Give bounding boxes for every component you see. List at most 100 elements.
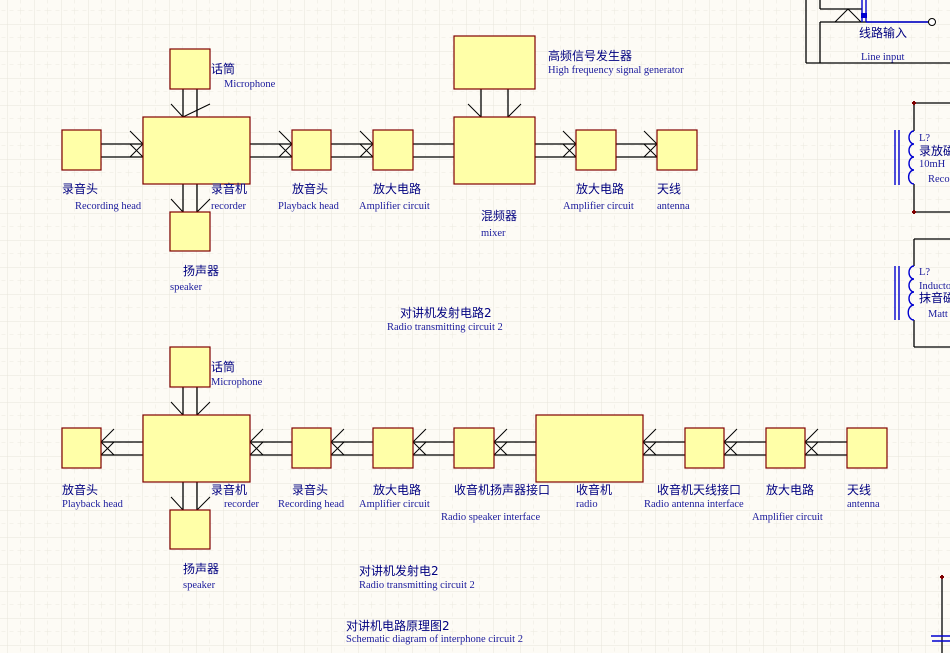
label-recording-head-cn: 录音头 bbox=[62, 181, 98, 196]
top-wires bbox=[101, 89, 657, 212]
block-microphone[interactable] bbox=[169, 48, 211, 90]
block-antenna-interface[interactable] bbox=[684, 427, 725, 469]
block-playback-head[interactable] bbox=[291, 129, 332, 171]
pin-marker bbox=[861, 13, 867, 18]
label-playback-head-cn: 放音头 bbox=[292, 181, 328, 196]
top-circuit: 话筒 Microphone 录音头 Recording head 录音机 rec… bbox=[61, 35, 698, 333]
bottom-circuit: 话筒 Microphone 放音头 Playback head 录音机 reco… bbox=[61, 346, 888, 591]
label-speaker-en: speaker bbox=[170, 282, 203, 293]
block-speaker[interactable] bbox=[169, 509, 211, 550]
label-antenna-en: antenna bbox=[657, 201, 690, 212]
block-microphone[interactable] bbox=[169, 346, 211, 388]
label-amplifier-2-cn: 放大电路 bbox=[576, 181, 624, 196]
inductor-coil-icon bbox=[907, 265, 915, 321]
block-speaker-interface[interactable] bbox=[453, 427, 495, 469]
label-hf-generator-en: High frequency signal generator bbox=[548, 65, 684, 76]
block-amplifier-2[interactable] bbox=[575, 129, 617, 171]
block-hf-generator[interactable] bbox=[453, 35, 536, 90]
label-amplifier-1-cn: 放大电路 bbox=[373, 482, 421, 497]
inductor-2-designator: L? bbox=[919, 267, 930, 278]
label-playback-head-en: Playback head bbox=[62, 499, 124, 510]
label-recorder-en: recorder bbox=[224, 499, 259, 510]
block-antenna[interactable] bbox=[846, 427, 888, 469]
label-recorder-cn: 录音机 bbox=[211, 482, 247, 497]
label-antenna-en: antenna bbox=[847, 499, 880, 510]
block-recording-head[interactable] bbox=[61, 129, 102, 171]
label-speaker-cn: 扬声器 bbox=[183, 263, 219, 278]
block-recorder[interactable] bbox=[142, 414, 251, 483]
junction-dot-icon bbox=[940, 575, 944, 579]
label-amplifier-1-en: Amplifier circuit bbox=[359, 201, 430, 212]
label-microphone-en: Microphone bbox=[211, 377, 263, 388]
block-amplifier-1[interactable] bbox=[372, 427, 414, 469]
inductor-record-playback[interactable]: L? 录放磁 10mH Reco bbox=[894, 101, 950, 214]
inductor-1-value: 10mH bbox=[919, 159, 946, 170]
block-playback-head[interactable] bbox=[61, 427, 102, 469]
label-amplifier-2-en: Amplifier circuit bbox=[563, 201, 634, 212]
jack-triangle-icon bbox=[834, 8, 862, 23]
label-microphone-cn: 话筒 bbox=[211, 61, 235, 76]
junction-dot-icon bbox=[912, 101, 916, 105]
label-antenna-interface-en: Radio antenna interface bbox=[644, 499, 744, 510]
inductor-2-comment: Inducto bbox=[919, 281, 950, 292]
arrowhead-icon bbox=[467, 103, 522, 118]
inductor-coil-icon bbox=[907, 130, 915, 185]
bottom-circuit-title-cn: 对讲机发射电2 bbox=[359, 563, 439, 578]
label-amplifier-2-cn: 放大电路 bbox=[766, 482, 814, 497]
label-recording-head-en: Recording head bbox=[278, 499, 345, 510]
label-speaker-cn: 扬声器 bbox=[183, 561, 219, 576]
inductor-erase[interactable]: L? Inducto 抹音磁 Matt bbox=[894, 238, 950, 348]
label-amplifier-1-en: Amplifier circuit bbox=[359, 499, 430, 510]
label-mixer-cn: 混频器 bbox=[481, 209, 517, 223]
line-input-en: Line input bbox=[861, 52, 905, 63]
top-circuit-title-en: Radio transmitting circuit 2 bbox=[387, 322, 503, 333]
capacitor-partial[interactable] bbox=[931, 575, 950, 653]
sheet-title-en: Schematic diagram of interphone circuit … bbox=[346, 634, 523, 645]
arrowhead-icon bbox=[170, 401, 211, 416]
label-hf-generator-cn: 高频信号发生器 bbox=[548, 48, 632, 63]
inductor-1-comment: Reco bbox=[928, 174, 950, 185]
bottom-wires bbox=[101, 387, 847, 510]
label-speaker-interface-en: Radio speaker interface bbox=[441, 512, 540, 523]
label-playback-head-cn: 放音头 bbox=[62, 482, 98, 497]
arrowhead-icon bbox=[170, 198, 211, 213]
top-circuit-title-cn: 对讲机发射电路2 bbox=[400, 305, 492, 320]
inductor-1-designator: L? bbox=[919, 133, 930, 144]
label-antenna-cn: 天线 bbox=[657, 182, 681, 196]
inductor-2-name: 抹音磁 bbox=[919, 290, 950, 305]
junction-dot-icon bbox=[912, 210, 916, 214]
block-amplifier-1[interactable] bbox=[372, 129, 414, 171]
label-amplifier-1-cn: 放大电路 bbox=[373, 181, 421, 196]
block-amplifier-2[interactable] bbox=[765, 427, 806, 469]
label-playback-head-en: Playback head bbox=[278, 201, 340, 212]
label-speaker-en: speaker bbox=[183, 580, 216, 591]
label-mixer-en: mixer bbox=[481, 228, 506, 239]
label-recording-head-cn: 录音头 bbox=[292, 482, 328, 497]
sheet-title-cn: 对讲机电路原理图2 bbox=[346, 618, 450, 633]
label-microphone-en: Microphone bbox=[224, 79, 276, 90]
label-recorder-en: recorder bbox=[211, 201, 246, 212]
inductor-1-name: 录放磁 bbox=[919, 143, 950, 158]
arrowhead-icon bbox=[170, 496, 211, 511]
terminal-icon bbox=[928, 18, 936, 26]
label-radio-cn: 收音机 bbox=[576, 482, 612, 497]
line-input-cn: 线路输入 bbox=[859, 25, 907, 40]
block-recording-head[interactable] bbox=[291, 427, 332, 469]
label-recorder-cn: 录音机 bbox=[211, 181, 247, 196]
label-amplifier-2-en: Amplifier circuit bbox=[752, 512, 823, 523]
block-mixer[interactable] bbox=[453, 116, 536, 185]
label-recording-head-en: Recording head bbox=[75, 201, 142, 212]
block-radio[interactable] bbox=[535, 414, 644, 483]
block-speaker[interactable] bbox=[169, 211, 211, 252]
line-input-component[interactable]: 线路输入 Line input bbox=[805, 0, 950, 64]
label-microphone-cn: 话筒 bbox=[211, 359, 235, 374]
block-recorder[interactable] bbox=[142, 116, 251, 185]
bottom-circuit-title-en: Radio transmitting circuit 2 bbox=[359, 580, 475, 591]
inductor-2-sub: Matt bbox=[928, 309, 948, 320]
block-antenna[interactable] bbox=[656, 129, 698, 171]
label-speaker-interface-cn: 收音机扬声器接口 bbox=[454, 482, 550, 497]
label-antenna-interface-cn: 收音机天线接口 bbox=[657, 482, 741, 497]
label-radio-en: radio bbox=[576, 499, 598, 510]
